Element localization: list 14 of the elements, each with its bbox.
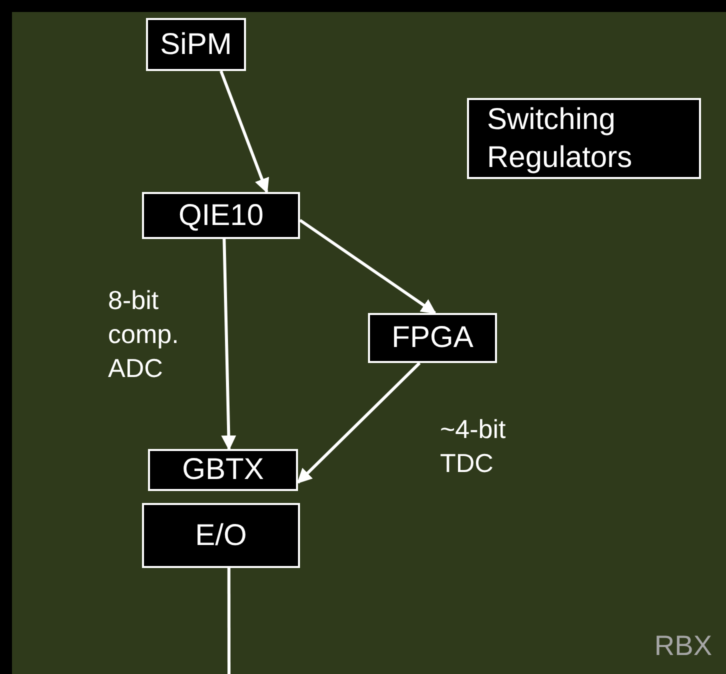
block-box: GBTX bbox=[148, 449, 298, 491]
block-box: E/O bbox=[142, 503, 300, 568]
block-box: SiPM bbox=[146, 18, 246, 71]
arrow bbox=[296, 362, 421, 484]
edge-label: 8-bit comp. ADC bbox=[108, 284, 180, 385]
arrow bbox=[220, 70, 270, 194]
block-box: Switching Regulators bbox=[467, 98, 701, 179]
rbx-panel bbox=[12, 12, 726, 674]
block-box: FPGA bbox=[368, 313, 497, 363]
panel-label: RBX bbox=[654, 630, 712, 662]
arrow bbox=[221, 238, 236, 450]
block-box: QIE10 bbox=[142, 192, 300, 239]
edge-label: ~4-bit TDC bbox=[440, 413, 507, 480]
arrow bbox=[299, 218, 436, 314]
